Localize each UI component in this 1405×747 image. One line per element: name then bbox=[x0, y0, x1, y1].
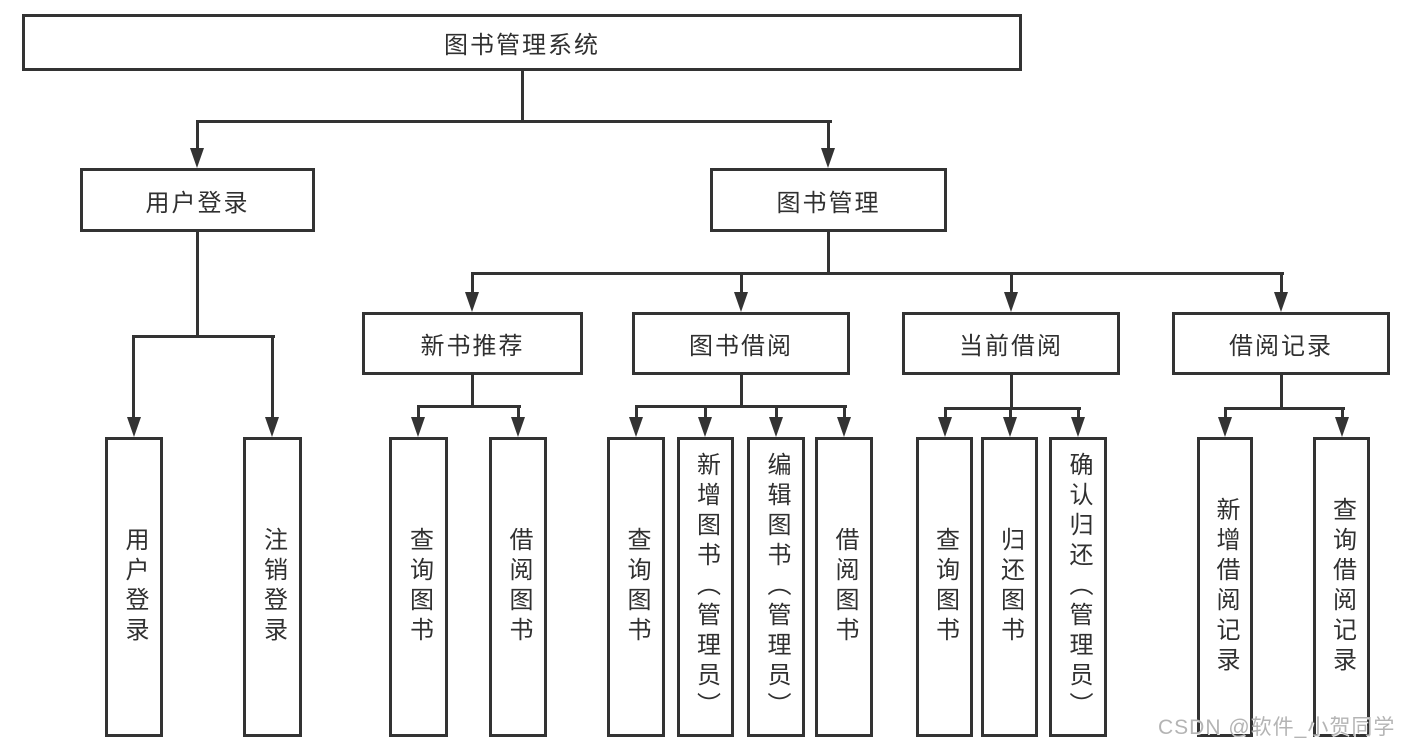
arrow-down-icon bbox=[1335, 417, 1349, 437]
node-root-label: 图书管理系统 bbox=[444, 32, 600, 59]
node-root: 图书管理系统 bbox=[22, 14, 1022, 71]
connector-line bbox=[704, 408, 707, 418]
connector-line bbox=[775, 408, 778, 418]
node-user-login: 用户登录 bbox=[80, 168, 315, 232]
connector-line bbox=[1280, 275, 1283, 293]
connector-line bbox=[1341, 410, 1344, 418]
connector-line bbox=[196, 123, 199, 151]
connector-line bbox=[517, 408, 520, 418]
connector-line bbox=[1010, 375, 1013, 409]
connector-line bbox=[740, 275, 743, 293]
leaf-return-book: 归还图书 bbox=[981, 437, 1038, 737]
node-book-borrow: 图书借阅 bbox=[632, 312, 850, 375]
leaf-logout: 注销登录 bbox=[243, 437, 302, 737]
leaf-borrow-books-recommend-label: 借阅图书 bbox=[505, 527, 532, 647]
arrow-down-icon bbox=[1071, 417, 1085, 437]
connector-line bbox=[1009, 410, 1012, 418]
leaf-return-book-label: 归还图书 bbox=[996, 527, 1024, 647]
leaf-add-book-admin-label: 新增图书（管理员） bbox=[692, 452, 720, 722]
arrow-down-icon bbox=[698, 417, 712, 437]
arrow-down-icon bbox=[837, 417, 851, 437]
connector-line bbox=[271, 338, 274, 418]
leaf-borrow-books-recommend: 借阅图书 bbox=[489, 437, 547, 737]
leaf-user-login: 用户登录 bbox=[105, 437, 163, 737]
node-borrow-records: 借阅记录 bbox=[1172, 312, 1390, 375]
arrow-down-icon bbox=[629, 417, 643, 437]
connector-line bbox=[471, 275, 474, 293]
leaf-query-books-recommend: 查询图书 bbox=[389, 437, 448, 737]
connector-line bbox=[1224, 410, 1227, 418]
node-book-management: 图书管理 bbox=[710, 168, 947, 232]
node-book-management-label: 图书管理 bbox=[776, 189, 881, 217]
connector-line bbox=[471, 272, 1284, 275]
connector-line bbox=[827, 123, 830, 151]
leaf-query-books-borrow: 查询图书 bbox=[607, 437, 665, 737]
connector-line bbox=[944, 410, 947, 418]
connector-line bbox=[196, 232, 199, 337]
leaf-edit-book-admin-label: 编辑图书（管理员） bbox=[763, 452, 790, 722]
leaf-add-book-admin: 新增图书（管理员） bbox=[677, 437, 734, 737]
connector-line bbox=[944, 407, 1081, 410]
leaf-user-login-label: 用户登录 bbox=[121, 527, 148, 647]
arrow-down-icon bbox=[1218, 417, 1232, 437]
connector-line bbox=[132, 335, 275, 338]
arrow-down-icon bbox=[411, 417, 425, 437]
arrow-down-icon bbox=[127, 417, 141, 437]
connector-line bbox=[635, 408, 638, 418]
leaf-add-borrow-record-label: 新增借阅记录 bbox=[1212, 497, 1239, 677]
leaf-confirm-return-admin: 确认归还（管理员） bbox=[1049, 437, 1107, 737]
connector-line bbox=[635, 405, 847, 408]
arrow-down-icon bbox=[1003, 417, 1017, 437]
leaf-query-books-current-label: 查询图书 bbox=[931, 527, 959, 647]
leaf-borrow-books-2-label: 借阅图书 bbox=[831, 527, 858, 647]
arrow-down-icon bbox=[511, 417, 525, 437]
arrow-down-icon bbox=[1004, 292, 1018, 312]
connector-line bbox=[521, 71, 524, 122]
leaf-confirm-return-admin-label: 确认归还（管理员） bbox=[1065, 452, 1092, 722]
leaf-query-books-current: 查询图书 bbox=[916, 437, 973, 737]
leaf-query-borrow-record: 查询借阅记录 bbox=[1313, 437, 1370, 737]
node-borrow-records-label: 借阅记录 bbox=[1229, 333, 1333, 360]
connector-line bbox=[417, 405, 521, 408]
connector-line bbox=[1280, 375, 1283, 409]
arrow-down-icon bbox=[734, 292, 748, 312]
connector-line bbox=[1224, 407, 1345, 410]
leaf-add-borrow-record: 新增借阅记录 bbox=[1197, 437, 1253, 737]
leaf-query-borrow-record-label: 查询借阅记录 bbox=[1328, 497, 1356, 677]
connector-line bbox=[1077, 410, 1080, 418]
node-book-borrow-label: 图书借阅 bbox=[689, 333, 793, 360]
connector-line bbox=[827, 232, 830, 274]
leaf-query-books-borrow-label: 查询图书 bbox=[623, 527, 650, 647]
node-user-login-label: 用户登录 bbox=[145, 189, 250, 217]
arrow-down-icon bbox=[938, 417, 952, 437]
leaf-borrow-books-2: 借阅图书 bbox=[815, 437, 873, 737]
arrow-down-icon bbox=[769, 417, 783, 437]
node-new-book-recommend: 新书推荐 bbox=[362, 312, 583, 375]
connector-line bbox=[471, 375, 474, 407]
arrow-down-icon bbox=[190, 148, 204, 168]
leaf-logout-label: 注销登录 bbox=[259, 527, 287, 647]
arrow-down-icon bbox=[465, 292, 479, 312]
connector-line bbox=[132, 338, 135, 418]
node-current-borrow-label: 当前借阅 bbox=[959, 333, 1063, 360]
leaf-query-books-recommend-label: 查询图书 bbox=[405, 527, 433, 647]
connector-line bbox=[1010, 275, 1013, 293]
connector-line bbox=[196, 120, 832, 123]
node-current-borrow: 当前借阅 bbox=[902, 312, 1120, 375]
connector-line bbox=[740, 375, 743, 407]
arrow-down-icon bbox=[265, 417, 279, 437]
connector-line bbox=[843, 408, 846, 418]
connector-line bbox=[417, 408, 420, 418]
leaf-edit-book-admin: 编辑图书（管理员） bbox=[747, 437, 805, 737]
watermark-text: CSDN @软件_小贺同学 bbox=[1158, 716, 1396, 739]
node-new-book-recommend-label: 新书推荐 bbox=[420, 333, 525, 360]
arrow-down-icon bbox=[821, 148, 835, 168]
arrow-down-icon bbox=[1274, 292, 1288, 312]
